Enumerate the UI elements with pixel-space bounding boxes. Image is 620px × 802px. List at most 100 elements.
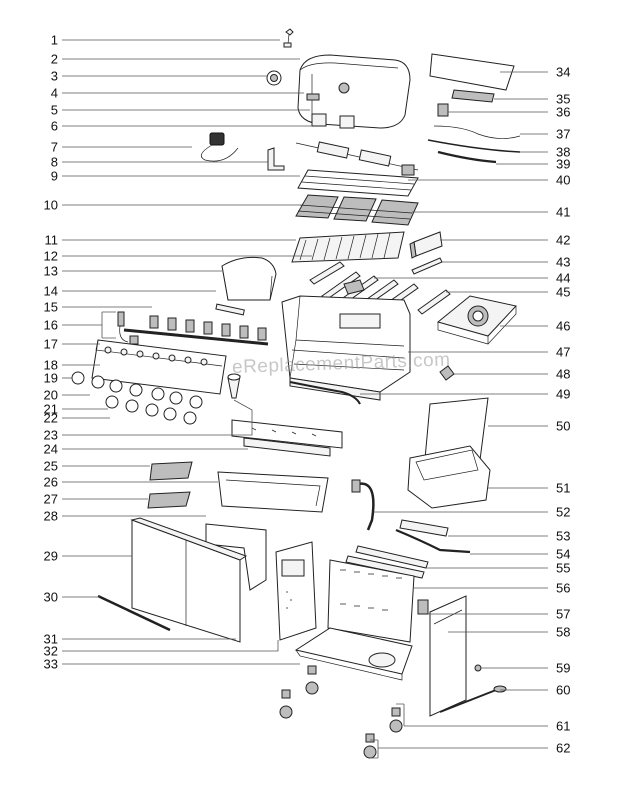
clip-part (437, 103, 449, 117)
warming-rack-part (297, 169, 419, 197)
callout-number-5: 5 (51, 103, 58, 118)
crossmember-part (399, 519, 449, 537)
igniter-button-part (227, 373, 241, 399)
callout-number-49: 49 (556, 387, 570, 402)
callout-number-52: 52 (556, 505, 570, 520)
parts-artwork (71, 28, 521, 759)
flavorizer-bars-part (291, 231, 405, 263)
manifold-valves-part (117, 311, 269, 346)
callout-number-40: 40 (556, 173, 570, 188)
callout-number-20: 20 (44, 388, 58, 403)
callout-number-15: 15 (44, 300, 58, 315)
gas-hose-part (351, 479, 375, 531)
callout-number-2: 2 (51, 52, 58, 67)
callout-number-3: 3 (51, 69, 58, 84)
thermometer-part (266, 70, 282, 86)
left-callout-column: 1234567891011121314151617181920212223242… (44, 33, 58, 672)
side-burner-part (436, 295, 517, 345)
callout-number-60: 60 (556, 683, 570, 698)
callout-number-30: 30 (44, 590, 58, 605)
callout-number-31: 31 (44, 632, 58, 647)
callout-number-57: 57 (556, 607, 570, 622)
callout-number-8: 8 (51, 155, 58, 170)
lid-assembly-part (297, 54, 411, 129)
callout-number-47: 47 (556, 345, 570, 360)
leader-lines (62, 39, 548, 759)
watermark-text: eReplacementParts.com (232, 349, 451, 378)
callout-number-4: 4 (51, 86, 58, 101)
callout-number-14: 14 (44, 284, 58, 299)
callout-number-28: 28 (44, 509, 58, 524)
callout-number-10: 10 (44, 198, 58, 213)
callout-number-29: 29 (44, 549, 58, 564)
casters-part (279, 665, 403, 759)
doors-part (130, 517, 248, 643)
callout-number-58: 58 (556, 625, 570, 640)
callout-number-61: 61 (556, 719, 570, 734)
callout-number-62: 62 (556, 741, 570, 756)
bottom-shelf-part (294, 627, 413, 681)
callout-number-53: 53 (556, 529, 570, 544)
wire-part (433, 125, 521, 139)
callout-number-51: 51 (556, 481, 570, 496)
callout-number-33: 33 (44, 657, 58, 672)
callout-number-38: 38 (556, 145, 570, 160)
callout-number-25: 25 (44, 459, 58, 474)
screw-part (283, 28, 294, 48)
callout-number-13: 13 (44, 264, 58, 279)
smoker-box-part (409, 231, 443, 259)
drip-tray-small-part (147, 491, 191, 509)
callout-number-7: 7 (51, 140, 58, 155)
callout-number-21: 21 (44, 402, 58, 417)
rod-part (427, 139, 521, 153)
callout-number-12: 12 (44, 249, 58, 264)
side-hose-part (395, 528, 471, 554)
callout-number-34: 34 (556, 65, 570, 80)
grease-tray-part (217, 471, 329, 513)
back-panel-part (327, 559, 415, 643)
callout-number-50: 50 (556, 419, 570, 434)
control-panel-part (71, 339, 227, 425)
side-shelf-part (407, 397, 491, 509)
callout-number-37: 37 (556, 127, 570, 142)
callout-number-11: 11 (45, 233, 59, 248)
callout-number-48: 48 (556, 367, 570, 382)
callout-number-41: 41 (556, 205, 570, 220)
callout-number-26: 26 (44, 475, 58, 490)
callout-number-54: 54 (556, 547, 570, 562)
callout-number-22: 22 (44, 411, 58, 426)
callout-number-36: 36 (556, 105, 570, 120)
callout-number-39: 39 (556, 157, 570, 172)
callout-number-43: 43 (556, 255, 570, 270)
callout-number-23: 23 (44, 428, 58, 443)
bracket-part (267, 147, 285, 171)
callout-number-45: 45 (556, 285, 570, 300)
callout-number-1: 1 (51, 33, 58, 48)
callout-number-9: 9 (51, 169, 58, 184)
cord-part (437, 150, 497, 164)
callout-number-17: 17 (44, 337, 58, 352)
callout-number-19: 19 (44, 371, 58, 386)
right-frame-part (417, 595, 467, 717)
crossover-part (215, 303, 245, 316)
callout-number-46: 46 (556, 319, 570, 334)
heat-shield-part (221, 256, 277, 301)
callout-number-32: 32 (44, 644, 58, 659)
callout-number-59: 59 (556, 661, 570, 676)
drip-tray-large-part (149, 461, 193, 481)
callout-number-56: 56 (556, 581, 570, 596)
right-callout-column: 3435363738394041424344454647484950515253… (556, 65, 570, 756)
igniter-part (200, 132, 239, 162)
callout-number-18: 18 (44, 358, 58, 373)
rotisserie-part (295, 141, 419, 176)
callout-number-44: 44 (556, 271, 570, 286)
cooking-grates-part (295, 194, 419, 226)
rear-bracket-part (451, 89, 495, 103)
callout-number-27: 27 (44, 492, 58, 507)
callout-number-24: 24 (44, 442, 58, 457)
tool-part (439, 685, 507, 713)
frame-rail-part (231, 419, 343, 457)
callout-number-35: 35 (556, 92, 570, 107)
cookbox-part (281, 295, 411, 401)
